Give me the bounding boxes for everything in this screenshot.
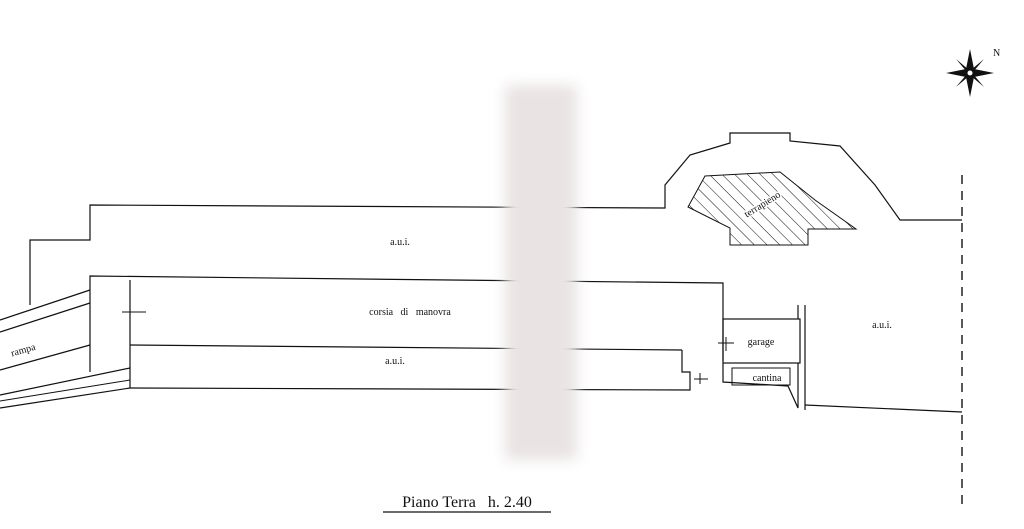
ramp [0, 289, 131, 409]
corsia-outline [89, 275, 724, 372]
compass-rose: N [946, 48, 1000, 97]
redaction-blur [505, 85, 577, 460]
upper-aui-outline [29, 132, 962, 305]
lower-aui-outline [129, 350, 691, 391]
label-corsia: corsia di manovra [369, 307, 451, 318]
drawing-title: Piano Terra h. 2.40 [402, 494, 532, 511]
label-aui-right: a.u.i. [872, 320, 892, 331]
terrapieno-hatch [687, 171, 858, 246]
label-aui-top: a.u.i. [390, 237, 410, 248]
compass-north-label: N [993, 48, 1000, 59]
corsia-bottom-wall [129, 344, 683, 351]
right-aui-bottom [804, 404, 963, 413]
label-garage: garage [748, 337, 775, 348]
label-aui-mid: a.u.i. [385, 356, 405, 367]
garage-cantina-block [694, 305, 806, 410]
label-cantina: cantina [753, 373, 782, 384]
label-rampa: rampa [10, 342, 38, 360]
